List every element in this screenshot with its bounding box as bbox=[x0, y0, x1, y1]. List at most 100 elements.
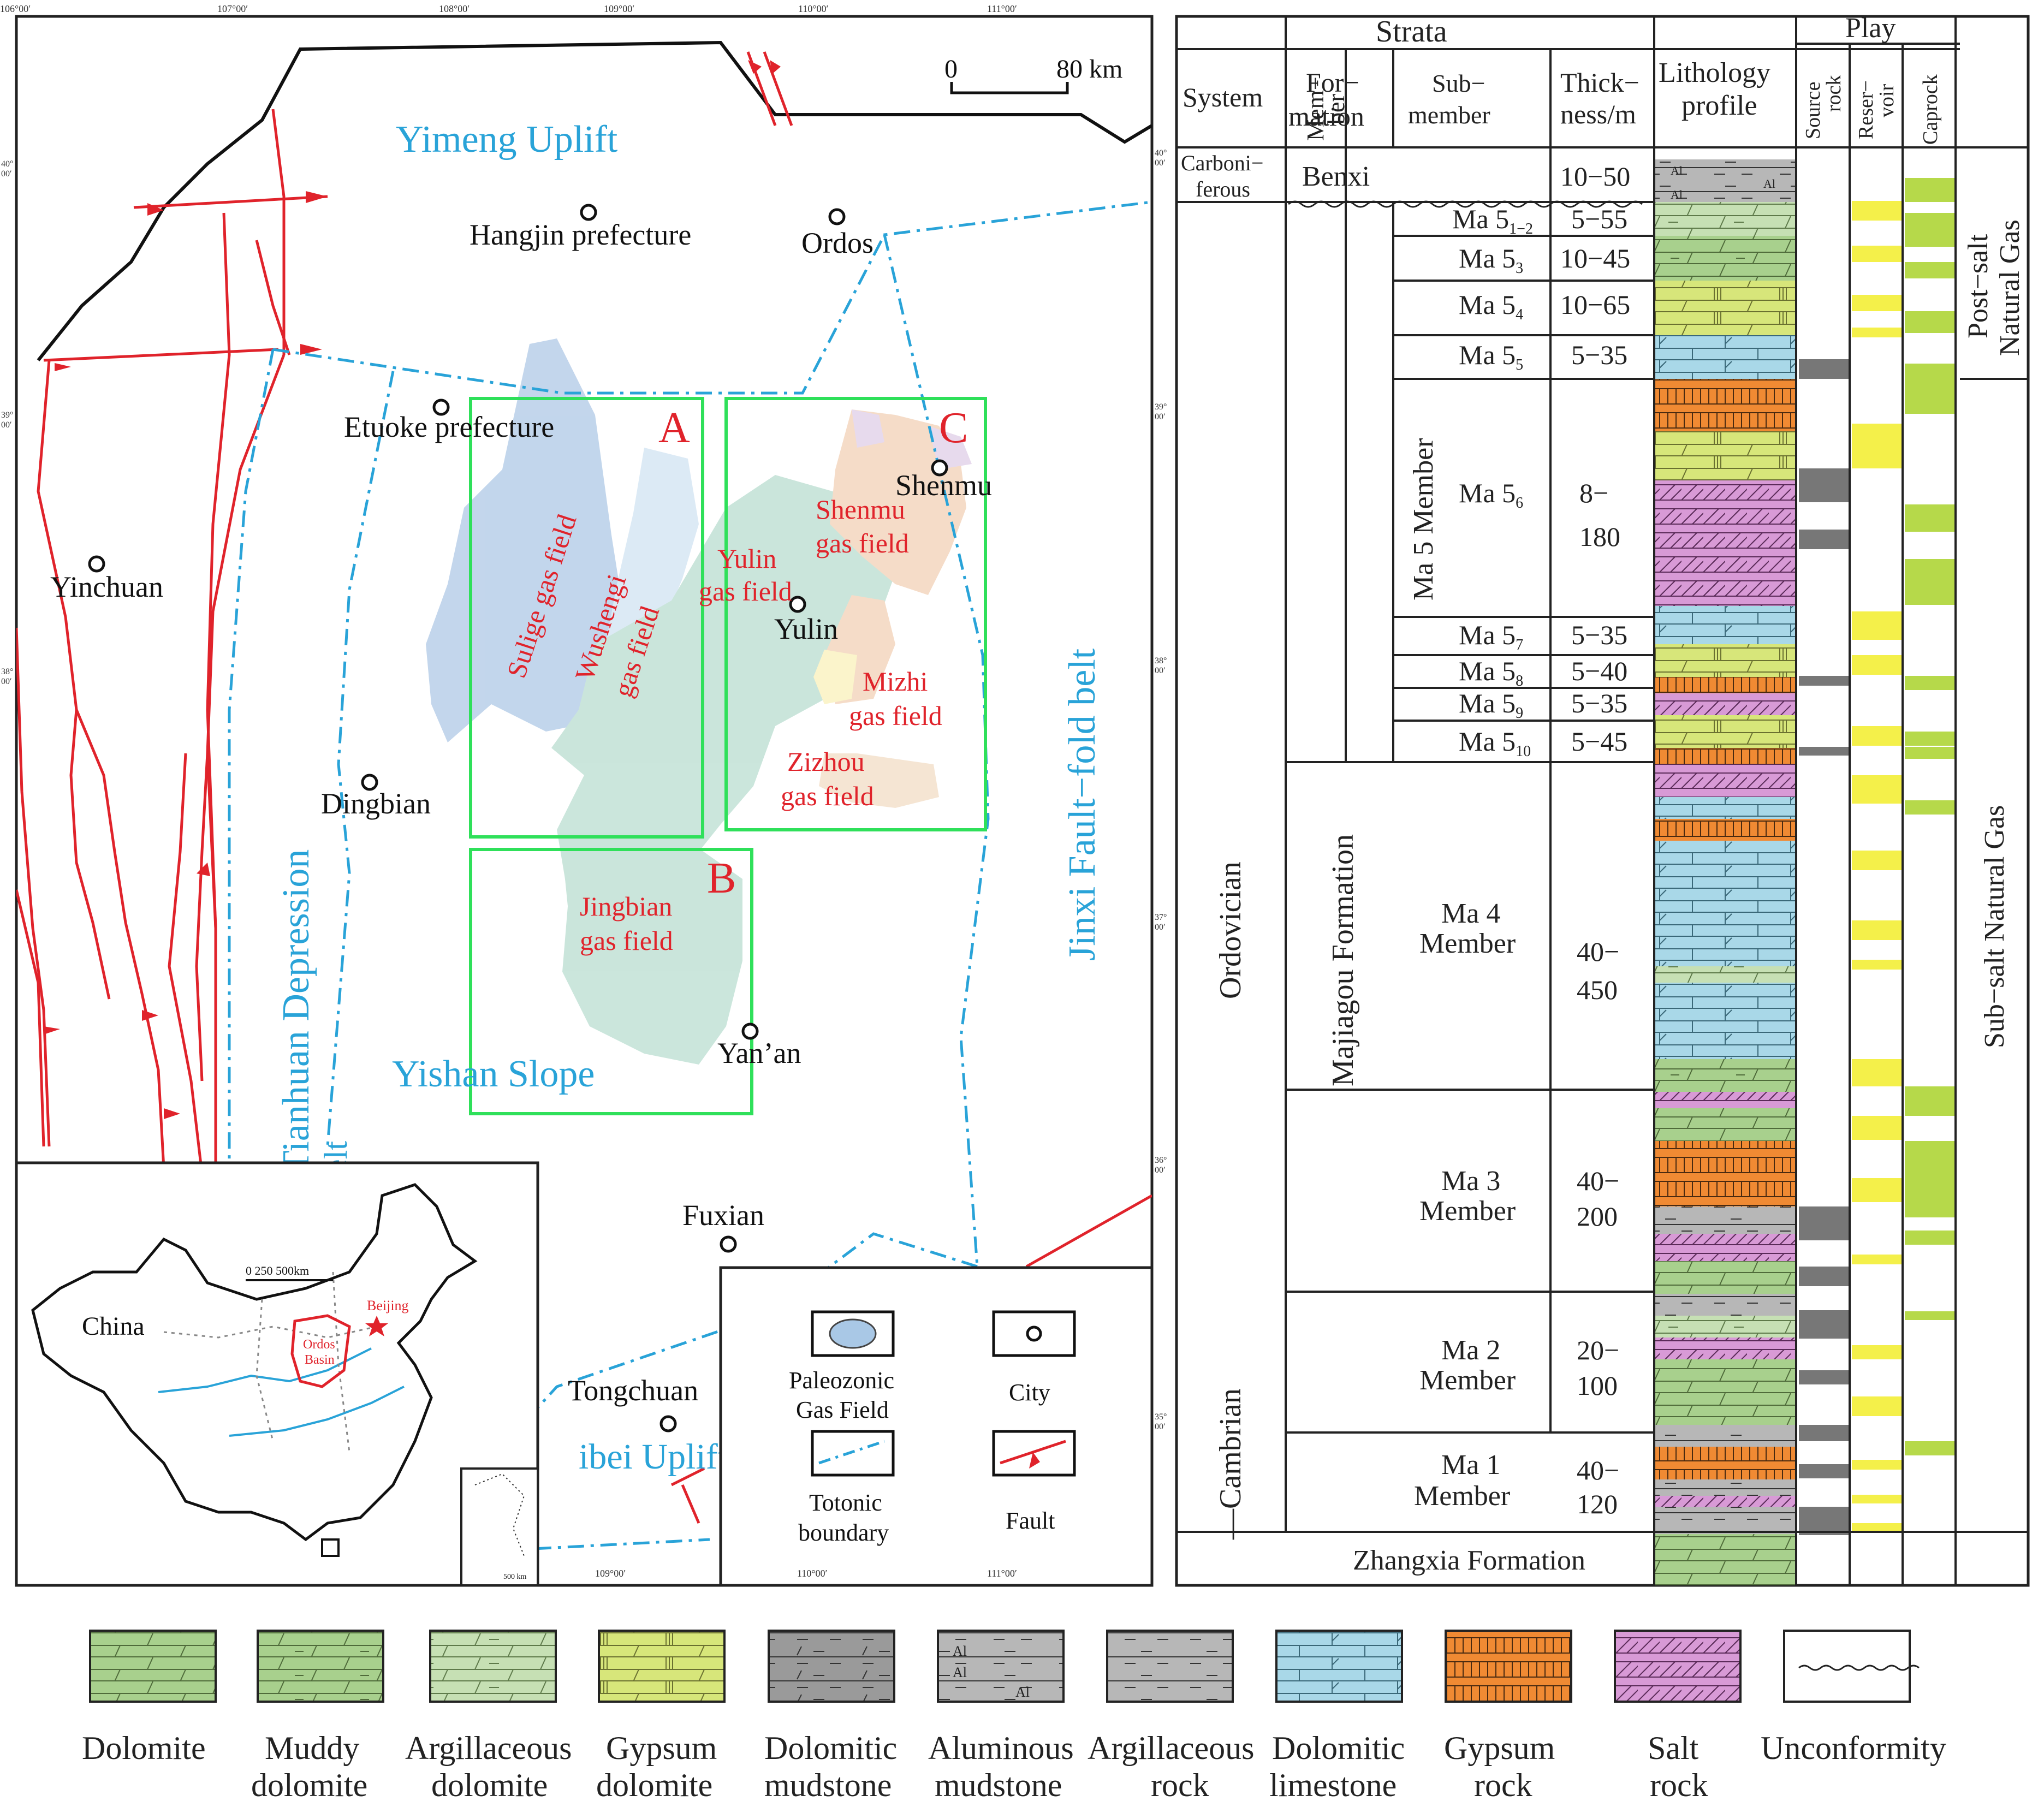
legend-item-argillaceous-rock: Argillaceous rock bbox=[1088, 1630, 1254, 1803]
city-label-shenmu: Shenmu bbox=[895, 469, 992, 502]
legend-item-gypsum-dolomite: Gypsum dolomite bbox=[596, 1630, 726, 1803]
legend-label-unconformity-1: Unconformity bbox=[1761, 1730, 1946, 1766]
thickness-ma5-5: 5−35 bbox=[1571, 340, 1627, 370]
area-box-b[interactable] bbox=[469, 848, 753, 1115]
scale-bar: 0 80 km bbox=[944, 55, 1122, 94]
legend-item-aluminous-mudstone: Al Al Al Aluminous mudstone bbox=[928, 1630, 1074, 1803]
jingbian-field bbox=[562, 841, 742, 1065]
formation-majiagou: Majiagou Formation bbox=[1326, 834, 1360, 1086]
thickness-ma5-3: 10−45 bbox=[1560, 243, 1630, 274]
header-system: System bbox=[1183, 82, 1263, 112]
system-cambrian: —Cambrian bbox=[1214, 1388, 1247, 1540]
member-ma3-2: Member bbox=[1419, 1196, 1516, 1227]
lon-top-108: 108°00′ bbox=[439, 3, 470, 14]
svg-text:Al: Al bbox=[953, 1665, 967, 1680]
legend-label-dolomitic-mudstone-2: mudstone bbox=[764, 1767, 892, 1803]
area-box-a[interactable] bbox=[469, 397, 704, 839]
legend-label-salt-rock-2: rock bbox=[1650, 1767, 1708, 1803]
submember-8: Ma 58 bbox=[1459, 656, 1523, 689]
header-lithology-1: Lithology bbox=[1659, 57, 1770, 88]
label-mizhi-2: gas field bbox=[849, 700, 942, 731]
header-formation-2: mation bbox=[1288, 101, 1364, 132]
china-rivers bbox=[158, 1347, 405, 1437]
lat-right-39: 39°00′ bbox=[1155, 402, 1167, 421]
lon-top-111: 111°00′ bbox=[987, 3, 1017, 14]
sulige-field bbox=[426, 338, 628, 742]
city-label-etuoke: Etuoke prefecture bbox=[344, 411, 554, 443]
lat-right-36: 36°00′ bbox=[1155, 1156, 1167, 1175]
lat-left-39: 39°00′ bbox=[1, 411, 13, 430]
header-caprock: Caprock bbox=[1919, 74, 1942, 145]
header-source-1: Source bbox=[1802, 81, 1825, 139]
formation-benxi: Benxi bbox=[1302, 161, 1370, 192]
label-yulin-1: Yulin bbox=[717, 543, 776, 574]
lat-left-38: 38°00′ bbox=[1, 667, 13, 686]
label-zizhou-1: Zizhou bbox=[787, 746, 865, 777]
system-labels: Carboni− ferous Ordovician —Cambrian Ben… bbox=[1181, 151, 1585, 1576]
thickness-ma3-2: 200 bbox=[1577, 1201, 1618, 1232]
thickness-ma1-1: 40− bbox=[1577, 1455, 1619, 1485]
header-play: Play bbox=[1845, 13, 1896, 44]
faults bbox=[16, 51, 1152, 1524]
legend-item-unconformity: Unconformity bbox=[1761, 1630, 1946, 1766]
city-marker-dingbian bbox=[361, 774, 378, 791]
member-ma1-1: Ma 1 bbox=[1441, 1449, 1500, 1481]
fault-teeth bbox=[44, 60, 781, 1119]
source-rock-bars bbox=[1799, 359, 1850, 1535]
header-reservoir-1: Reser− bbox=[1855, 80, 1877, 139]
legend-gas-field-icon bbox=[829, 1318, 877, 1349]
thickness-ma4-1: 40− bbox=[1577, 936, 1619, 967]
map-lat-ticks: 40°00′ 39°00′ 38°00′ 40°00′ 39°00′ 38°00… bbox=[1, 148, 1167, 1431]
lon-bottom-109: 109°00′ bbox=[595, 1568, 626, 1579]
gas-fields bbox=[426, 338, 972, 1065]
lon-bottom-111: 111°00′ bbox=[987, 1568, 1017, 1579]
lon-top-107: 107°00′ bbox=[217, 3, 248, 14]
study-areas bbox=[469, 397, 987, 1115]
thickness-benxi: 10−50 bbox=[1560, 161, 1630, 192]
reservoir-bars bbox=[1852, 201, 1903, 1532]
china-outline bbox=[31, 1183, 478, 1542]
map-legend: Paleozonic Gas Field City Totonic bounda… bbox=[719, 1266, 1152, 1585]
china-provinces bbox=[163, 1271, 377, 1453]
inset-beijing: Beijing bbox=[367, 1298, 409, 1313]
legend-boundary-icon bbox=[818, 1440, 885, 1465]
zizhou-south-field bbox=[819, 753, 939, 808]
city-marker-ordos bbox=[828, 208, 846, 225]
city-marker-yinchuan bbox=[88, 555, 105, 573]
city-marker-shenmu bbox=[931, 459, 948, 477]
thickness-ma5-4: 10−65 bbox=[1560, 289, 1630, 320]
lat-right-38: 38°00′ bbox=[1155, 656, 1167, 675]
region-yishan: Yishan Slope bbox=[392, 1053, 595, 1095]
header-member-1: Mem− bbox=[1302, 76, 1329, 141]
header-source-2: rock bbox=[1822, 75, 1845, 112]
submember-7: Ma 57 bbox=[1459, 620, 1523, 653]
area-box-c[interactable] bbox=[724, 397, 987, 831]
central-field bbox=[551, 475, 917, 928]
ordos-basin-outline bbox=[290, 1314, 351, 1388]
legend-label-dolomitic-limestone-1: Dolomitic bbox=[1272, 1730, 1405, 1766]
legend-item-dolomite: Dolomite bbox=[82, 1630, 217, 1766]
region-jinxi: Jinxi Fault−fold belt bbox=[1061, 648, 1103, 961]
legend-label-gypsum-rock-2: rock bbox=[1474, 1767, 1532, 1803]
city-label-yulin: Yulin bbox=[774, 613, 838, 645]
thickness-labels: 10−50 5−55 10−45 10−65 5−35 8− 180 5−35 … bbox=[1560, 161, 1630, 1519]
play-sub-salt: Sub−salt Natural Gas bbox=[1979, 805, 2010, 1048]
city-marker-fuxian bbox=[720, 1235, 737, 1253]
legend-item-gypsum-rock: Gypsum rock bbox=[1444, 1630, 1572, 1803]
svg-text:Al: Al bbox=[953, 1643, 967, 1659]
lat-right-40: 40°00′ bbox=[1155, 148, 1167, 168]
lat-left-40: 40°00′ bbox=[1, 159, 13, 179]
legend-label-aluminous-mudstone-1: Aluminous bbox=[928, 1730, 1074, 1766]
thickness-ma3-1: 40− bbox=[1577, 1166, 1619, 1196]
submember-9: Ma 59 bbox=[1459, 688, 1523, 722]
column-grid bbox=[1177, 16, 2028, 1585]
label-mizhi-1: Mizhi bbox=[863, 666, 928, 697]
label-jingbian-1: Jingbian bbox=[580, 891, 672, 922]
aluminous-mark-1: Al bbox=[1671, 164, 1683, 177]
legend-label-argillaceous-dolomite-1: Argillaceous bbox=[405, 1730, 572, 1766]
member-ma2-2: Member bbox=[1419, 1365, 1516, 1396]
city-marker-yanan bbox=[741, 1023, 759, 1040]
thickness-ma5-1-2: 5−55 bbox=[1571, 204, 1627, 234]
lon-top-110: 110°00′ bbox=[798, 3, 829, 14]
lithology-legend: Dolomite Muddy dolomite Argillaceous dol… bbox=[82, 1630, 1946, 1803]
